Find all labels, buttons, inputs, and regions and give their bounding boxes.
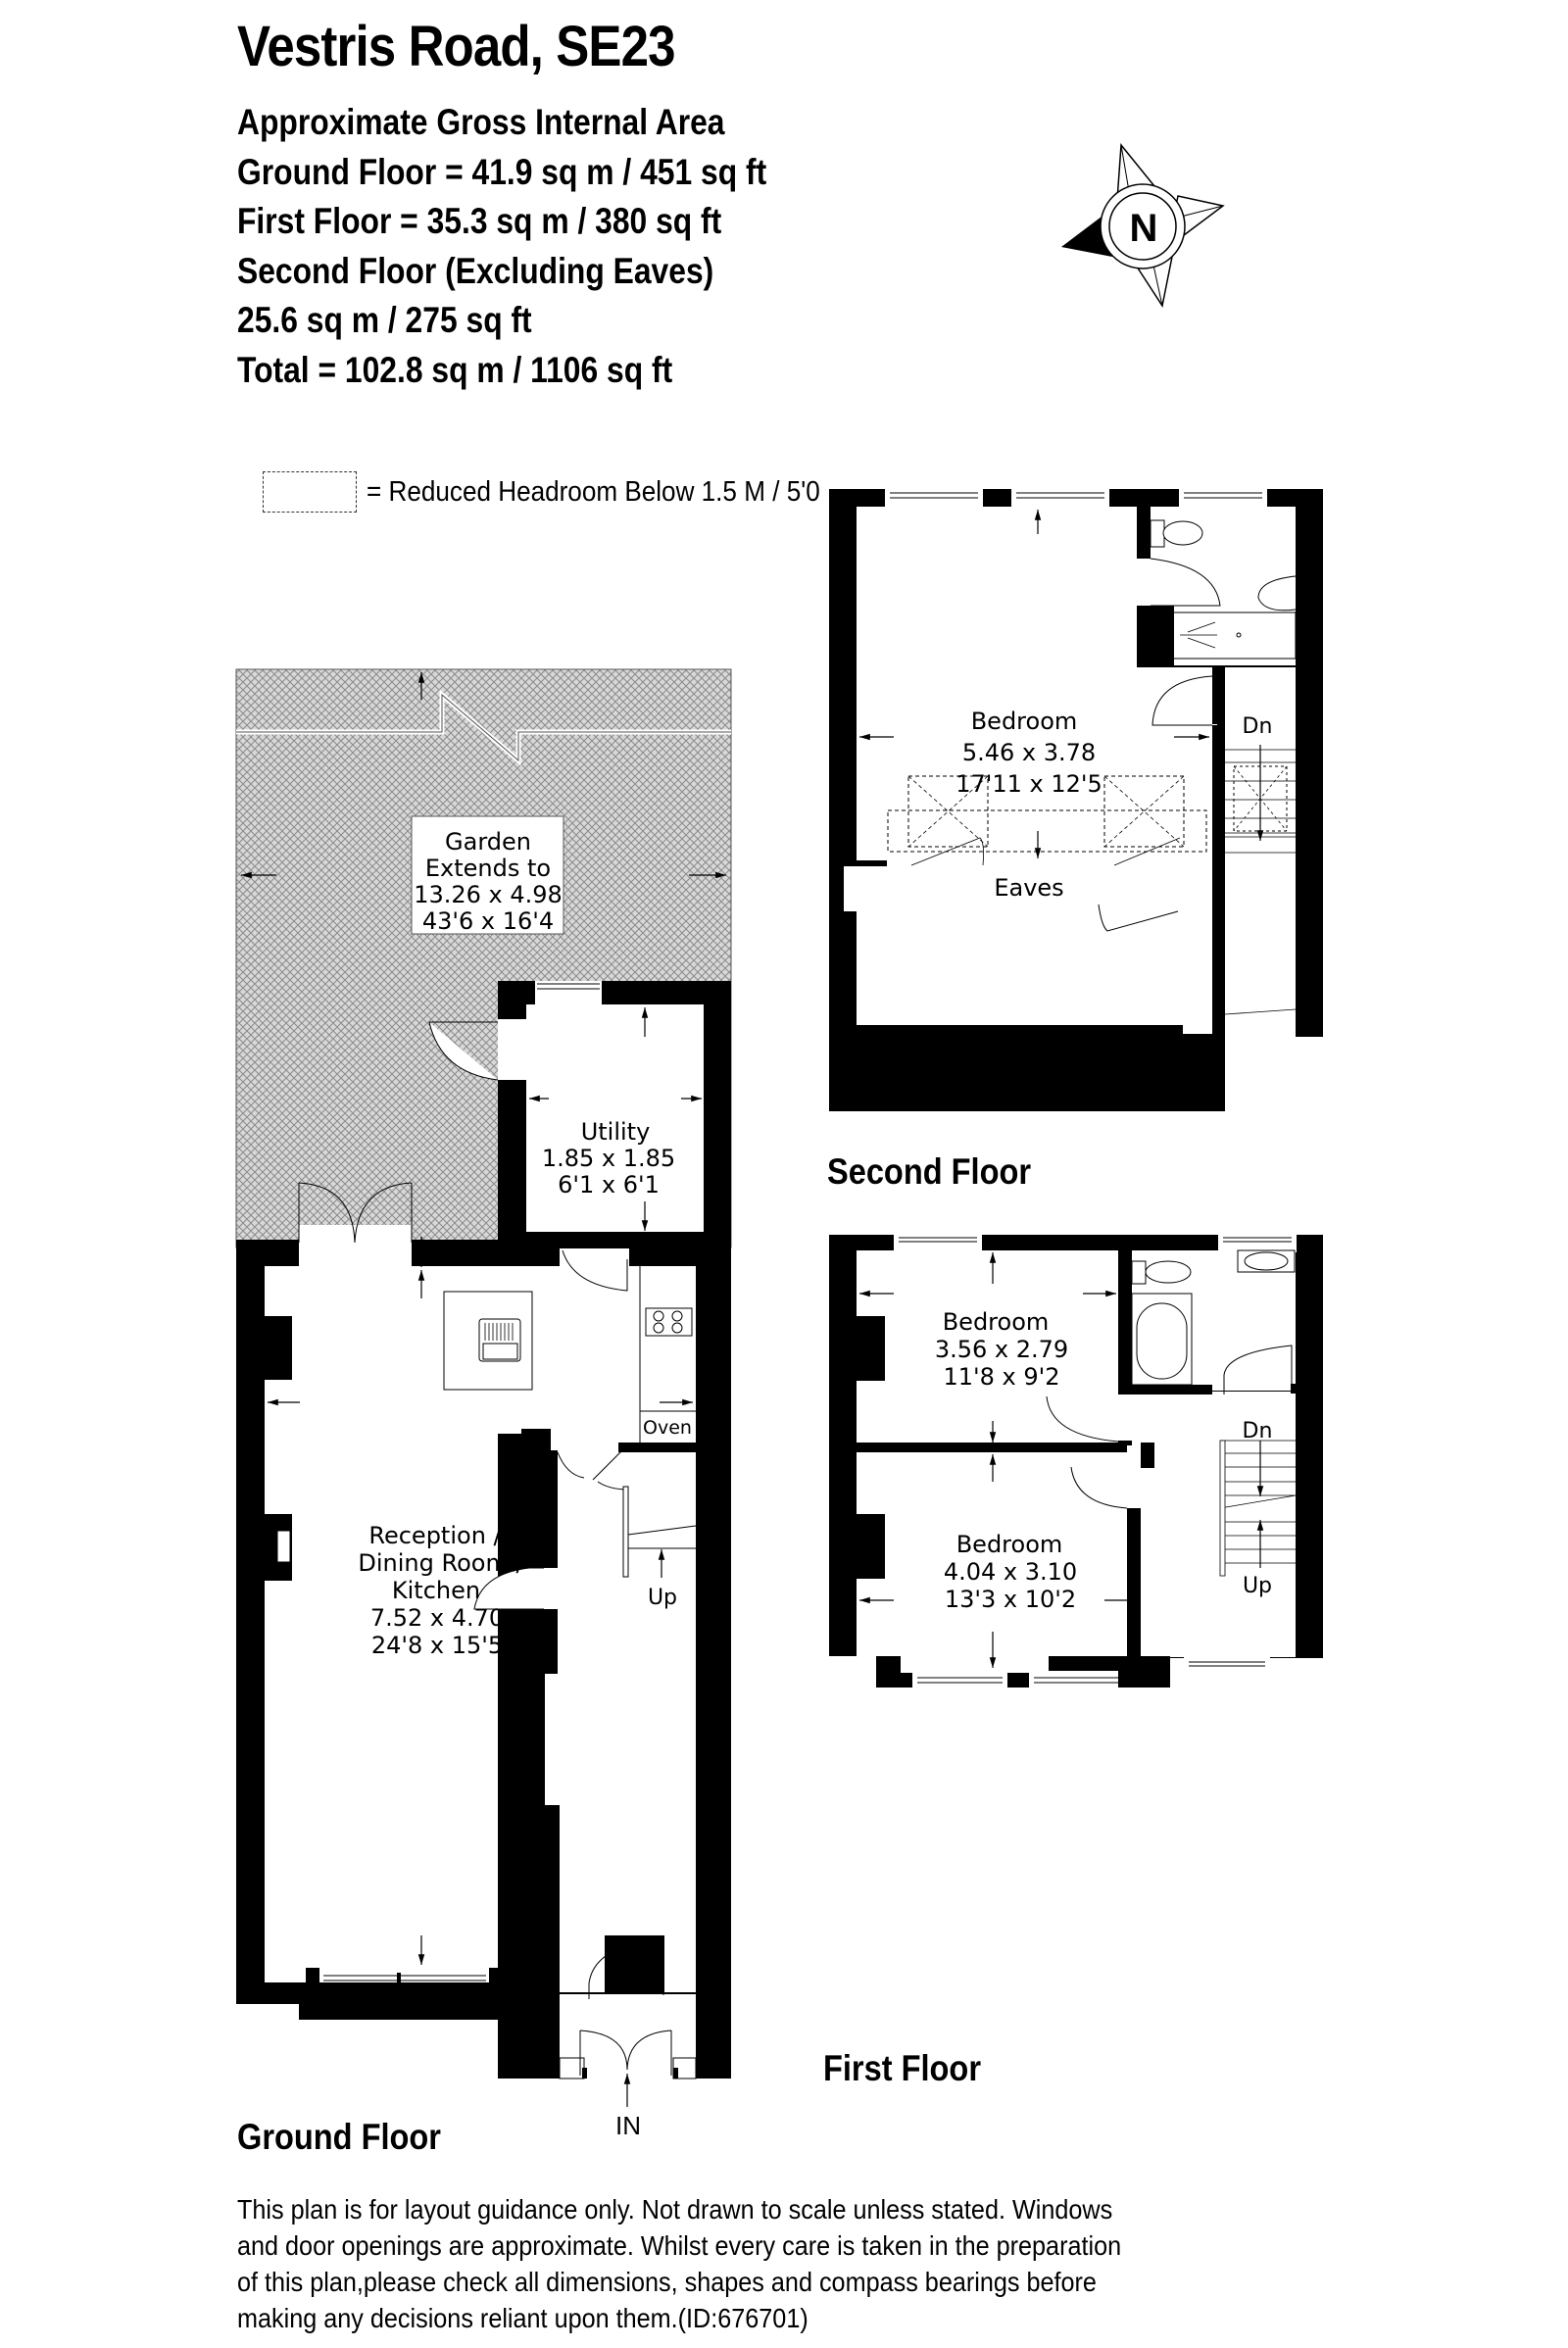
utility-dimensions-imperial: 6'1 x 6'1 <box>558 1171 660 1198</box>
disclaimer: This plan is for layout guidance only. N… <box>237 2191 1121 2336</box>
area-heading: Approximate Gross Internal Area <box>237 102 725 142</box>
disclaimer-line: This plan is for layout guidance only. N… <box>237 2194 1113 2225</box>
disclaimer-line: making any decisions reliant upon them.(… <box>237 2303 808 2333</box>
first-rear-bedroom-dimensions-metric: 3.56 x 2.79 <box>935 1336 1068 1363</box>
first-floor-label: First Floor <box>823 2048 981 2088</box>
second-bedroom-dimensions-metric: 5.46 x 3.78 <box>962 739 1096 766</box>
compass-label: N <box>1130 207 1158 250</box>
eaves-label: Eaves <box>994 874 1063 902</box>
second-floor-label: Second Floor <box>827 1151 1032 1192</box>
garden-dimensions-metric: 13.26 x 4.98 <box>414 881 563 908</box>
reception-dimensions-metric: 7.52 x 4.70 <box>370 1604 504 1632</box>
first-front-bedroom-dimensions-metric: 4.04 x 3.10 <box>944 1558 1077 1586</box>
garden-label-extends: Extends to <box>425 855 551 882</box>
ground-floor-label: Ground Floor <box>237 2117 441 2157</box>
oven-label: Oven <box>643 1417 692 1439</box>
area-second-heading: Second Floor (Excluding Eaves) <box>237 250 714 291</box>
first-floor-plan: Bedroom 3.56 x 2.79 11'8 x 9'2 Dn Up <box>829 1235 1323 1688</box>
first-front-bedroom-dimensions-imperial: 13'3 x 10'2 <box>945 1586 1076 1613</box>
area-first: First Floor = 35.3 sq m / 380 sq ft <box>237 201 722 241</box>
utility-label: Utility <box>581 1118 651 1146</box>
disclaimer-line: and door openings are approximate. Whils… <box>237 2230 1122 2261</box>
entrance-label: IN <box>615 2111 641 2140</box>
area-second: 25.6 sq m / 275 sq ft <box>237 300 532 340</box>
ground-floor-plan: Garden Extends to 13.26 x 4.98 43'6 x 16… <box>235 668 732 2140</box>
area-total: Total = 102.8 sq m / 1106 sq ft <box>237 349 673 390</box>
reception-label-line2: Dining Room / <box>358 1549 524 1577</box>
first-rear-bedroom-label: Bedroom <box>943 1308 1050 1336</box>
disclaimer-line: of this plan,please check all dimensions… <box>237 2267 1097 2297</box>
second-stairs-down-label: Dn <box>1243 714 1273 739</box>
legend-text: = Reduced Headroom Below 1.5 M / 5'0 <box>367 475 820 508</box>
first-stairs-up-label: Up <box>1243 1574 1272 1598</box>
dashed-box-icon <box>263 471 357 513</box>
headroom-legend: = Reduced Headroom Below 1.5 M / 5'0 <box>263 471 870 513</box>
area-summary: Approximate Gross Internal Area Ground F… <box>237 98 766 395</box>
ground-stairs-up-label: Up <box>648 1586 677 1610</box>
first-stairs-down-label: Dn <box>1243 1419 1273 1443</box>
garden-dimensions-imperial: 43'6 x 16'4 <box>422 907 554 935</box>
garden-label: Garden <box>445 828 531 856</box>
reception-label-line1: Reception / <box>368 1522 502 1549</box>
second-floor-plan: Dn Eaves Bedroom 5.46 x 3.78 17'11 x 12'… <box>829 489 1323 1111</box>
utility-dimensions-metric: 1.85 x 1.85 <box>542 1145 675 1172</box>
property-title: Vestris Road, SE23 <box>237 15 675 78</box>
reception-dimensions-imperial: 24'8 x 15'5 <box>371 1632 503 1659</box>
second-bedroom-dimensions-imperial: 17'11 x 12'5 <box>956 770 1102 798</box>
compass-north-icon: N <box>1061 143 1225 308</box>
reception-label-line3: Kitchen <box>392 1577 480 1604</box>
first-rear-bedroom-dimensions-imperial: 11'8 x 9'2 <box>943 1363 1059 1391</box>
first-front-bedroom-label: Bedroom <box>956 1531 1063 1558</box>
hob-icon <box>645 1307 693 1337</box>
second-bedroom-label: Bedroom <box>971 708 1078 735</box>
area-ground: Ground Floor = 41.9 sq m / 451 sq ft <box>237 151 767 192</box>
